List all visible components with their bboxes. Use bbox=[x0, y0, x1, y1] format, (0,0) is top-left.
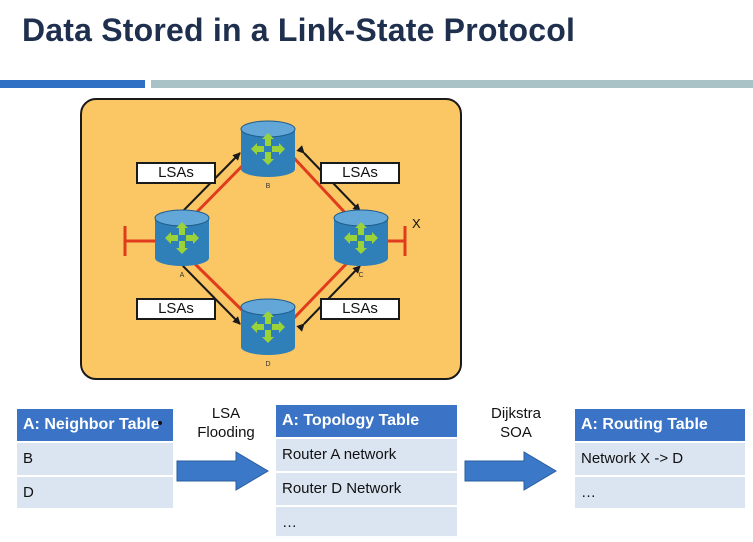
topology-table-row: Router D Network bbox=[276, 471, 457, 505]
bullet-dot bbox=[158, 421, 162, 425]
dijkstra-caption-line2: SOA bbox=[500, 424, 532, 441]
flooding-caption-line1: LSA bbox=[211, 405, 241, 422]
topology-table-row: … bbox=[276, 505, 457, 539]
slide-title: Data Stored in a Link-State Protocol bbox=[22, 12, 576, 48]
dijkstra-caption-line1: Dijkstra bbox=[490, 405, 541, 422]
neighbor-table-header: A: Neighbor Table bbox=[17, 409, 173, 441]
topology-table-header: A: Topology Table bbox=[276, 405, 457, 437]
routing-table-row: Network X -> D bbox=[575, 441, 745, 475]
lsa-box-top-left: LSAs bbox=[136, 162, 216, 184]
topology-diagram bbox=[123, 120, 407, 356]
router-d-label: D bbox=[265, 361, 271, 368]
router-c-label: C bbox=[358, 272, 364, 279]
router-d-icon bbox=[240, 298, 296, 356]
lsa-box-top-right: LSAs bbox=[320, 162, 400, 184]
router-c-icon bbox=[333, 209, 389, 267]
lsa-box-bottom-left: LSAs bbox=[136, 298, 216, 320]
routing-table-header: A: Routing Table bbox=[575, 409, 745, 441]
flooding-caption-line2: Flooding bbox=[197, 424, 255, 441]
network-x-label: X bbox=[412, 216, 421, 231]
router-b-icon bbox=[240, 120, 296, 178]
flooding-arrow-icon bbox=[176, 451, 269, 491]
neighbor-table: A: Neighbor Table B D bbox=[17, 409, 173, 508]
dijkstra-caption: Dijkstra SOA bbox=[476, 404, 556, 442]
topology-table-row: Router A network bbox=[276, 437, 457, 471]
lsa-box-bottom-right: LSAs bbox=[320, 298, 400, 320]
neighbor-table-row: D bbox=[17, 475, 173, 509]
neighbor-table-row: B bbox=[17, 441, 173, 475]
router-a-icon bbox=[154, 209, 210, 267]
title-underline-accent bbox=[0, 80, 145, 88]
title-underline bbox=[151, 80, 753, 88]
router-b-label: B bbox=[265, 183, 271, 190]
routing-table-row: … bbox=[575, 475, 745, 509]
topology-table: A: Topology Table Router A network Route… bbox=[276, 405, 457, 536]
routing-table: A: Routing Table Network X -> D … bbox=[575, 409, 745, 508]
network-stubs bbox=[123, 226, 407, 256]
flooding-caption: LSA Flooding bbox=[186, 404, 266, 442]
router-a-label: A bbox=[179, 272, 185, 279]
dijkstra-arrow-icon bbox=[464, 451, 557, 491]
